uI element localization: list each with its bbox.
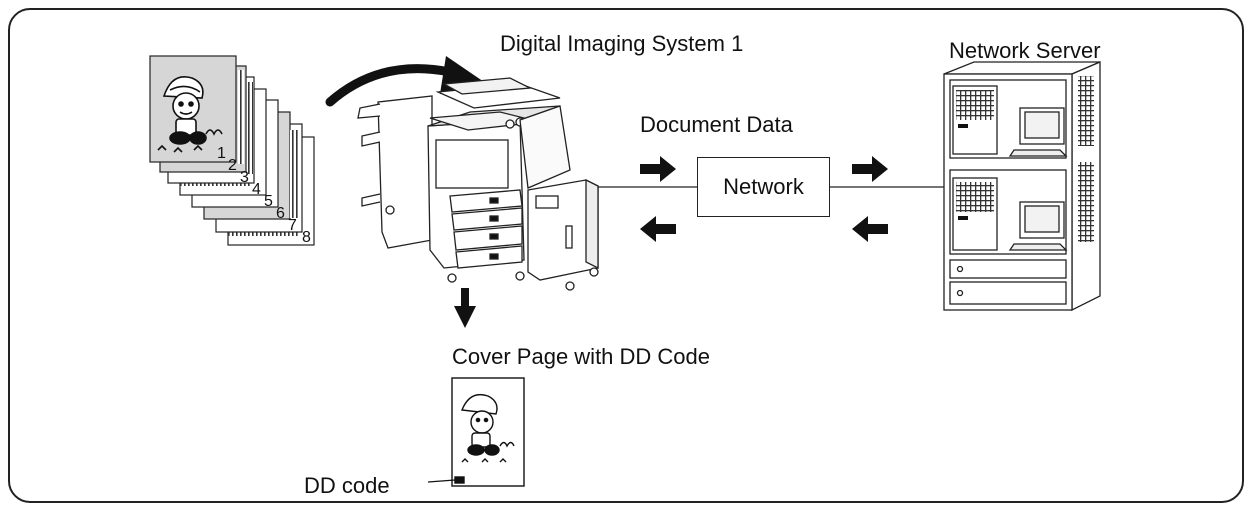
server-label: Network Server xyxy=(949,38,1101,63)
dd-code-leader xyxy=(427,479,456,483)
system-label: Digital Imaging System 1 xyxy=(500,31,744,56)
arrow-right-left xyxy=(640,156,676,182)
page-number: 5 xyxy=(264,193,273,210)
document-data-label: Document Data xyxy=(640,112,793,137)
cover-page xyxy=(451,377,525,487)
cover-page-label: Cover Page with DD Code xyxy=(452,344,711,369)
dd-code-mark xyxy=(454,476,465,484)
page-number: 7 xyxy=(288,217,297,234)
cartoon-illustration xyxy=(157,76,223,153)
page-number: 1 xyxy=(217,145,226,162)
copier-machine xyxy=(357,77,599,291)
diagram-frame xyxy=(8,8,1244,503)
page-number: 4 xyxy=(252,181,261,198)
page-edge-stripes xyxy=(238,70,300,218)
arrow-right-right xyxy=(852,156,888,182)
arrow-left-left xyxy=(640,216,676,242)
page-number: 8 xyxy=(302,229,311,246)
network-box: Network xyxy=(697,157,830,217)
server-rack xyxy=(943,61,1101,312)
arrow-down xyxy=(454,288,476,328)
arrow-left-right xyxy=(852,216,888,242)
network-label: Network xyxy=(723,174,804,199)
page-number: 3 xyxy=(240,169,249,186)
page-number: 2 xyxy=(228,157,237,174)
page-number: 6 xyxy=(276,205,285,222)
dd-code-label: DD code xyxy=(304,473,390,498)
feed-arrow-curve xyxy=(325,64,455,107)
